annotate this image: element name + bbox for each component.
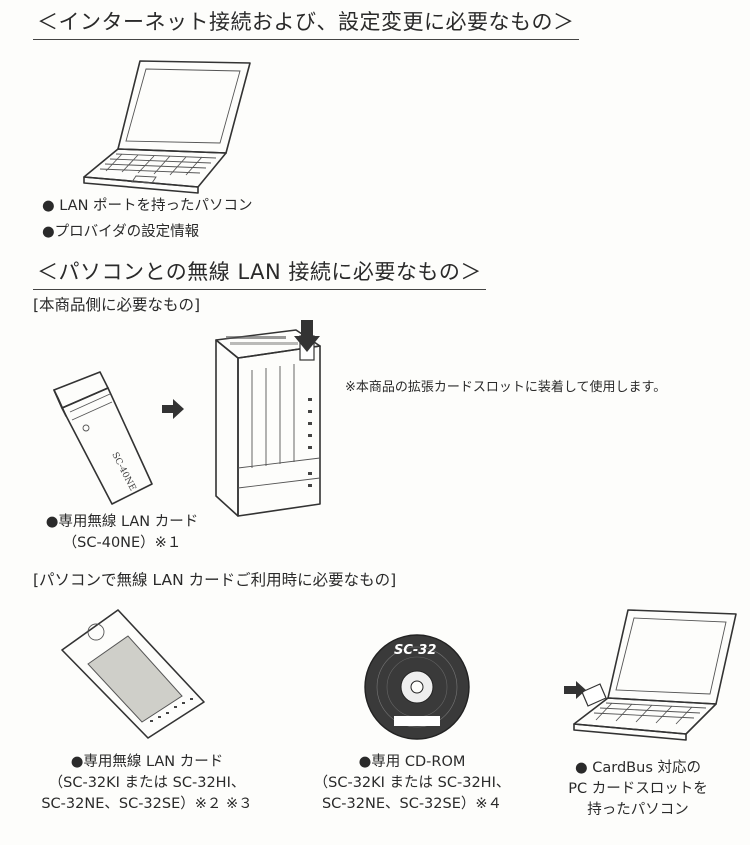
slot-usage-note: ※本商品の拡張カードスロットに装着して使用します。	[345, 380, 667, 395]
router-icon	[215, 329, 321, 517]
caption-line: （SC-32KI または SC-32HI、	[313, 775, 511, 791]
caption-line: ●専用無線 LAN カード	[70, 754, 224, 770]
pc-cardbus-caption: ● CardBus 対応の PC カードスロットを 持ったパソコン	[548, 758, 728, 821]
caption-line: SC-32NE、SC-32SE）※４	[321, 796, 503, 812]
arrow-down-icon	[294, 320, 320, 352]
laptop-with-card-icon	[573, 609, 737, 741]
card-40ne-caption: ●専用無線 LAN カード （SC-40NE）※１	[22, 512, 222, 554]
caption-line: ●専用 CD-ROM	[358, 754, 466, 770]
caption-line: ●専用無線 LAN カード	[45, 514, 199, 530]
caption-line: 持ったパソコン	[587, 802, 689, 818]
requirement-pc-with-lan: ● LAN ポートを持ったパソコン	[42, 198, 253, 214]
laptop-icon	[83, 60, 251, 194]
product-side-label: [本商品側に必要なもの]	[33, 296, 201, 314]
pc-card-icon	[61, 609, 205, 739]
card-32-caption: ●専用無線 LAN カード （SC-32KI または SC-32HI、 SC-3…	[12, 752, 282, 815]
cd-label-text: SC-32	[394, 643, 436, 658]
caption-line: SC-32NE、SC-32SE）※２ ※３	[41, 796, 253, 812]
wireless-card-icon: SC-40NE	[53, 371, 153, 505]
caption-line: PC カードスロットを	[568, 781, 708, 797]
caption-line: （SC-40NE）※１	[62, 535, 182, 551]
caption-line: ● CardBus 対応の	[575, 760, 701, 776]
section-heading-wireless: ＜パソコンとの無線 LAN 接続に必要なもの＞	[33, 256, 486, 290]
arrow-right-icon	[162, 399, 184, 419]
cdrom-caption: ●専用 CD-ROM （SC-32KI または SC-32HI、 SC-32NE…	[292, 752, 532, 815]
requirement-provider-settings: ●プロバイダの設定情報	[42, 224, 200, 240]
pc-side-label: [パソコンで無線 LAN カードご利用時に必要なもの]	[33, 571, 397, 589]
section-heading-internet: ＜インターネット接続および、設定変更に必要なもの＞	[33, 6, 579, 40]
svg-text:SC-40NE: SC-40NE	[109, 451, 137, 493]
caption-line: （SC-32KI または SC-32HI、	[48, 775, 246, 791]
arrow-right-icon	[564, 681, 586, 699]
cd-rom-icon: SC-32	[364, 634, 470, 740]
